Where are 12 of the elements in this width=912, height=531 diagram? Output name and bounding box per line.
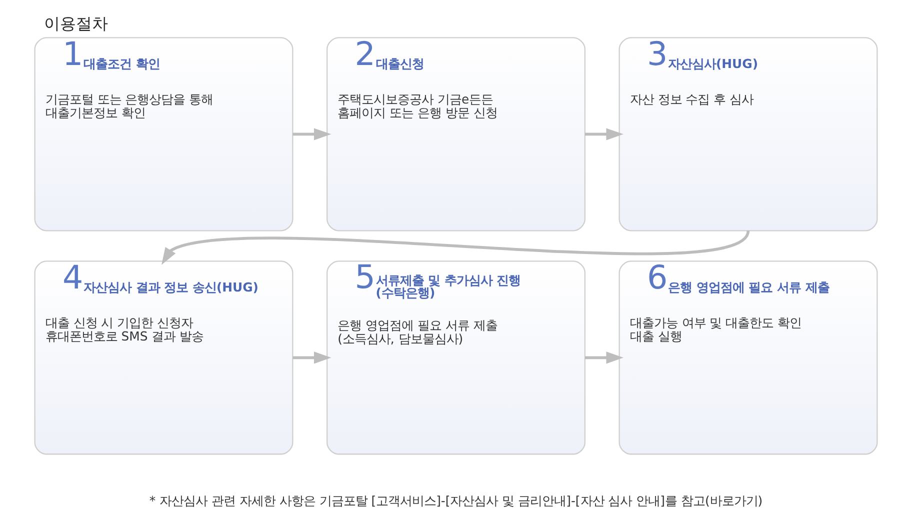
- caption: * 자산심사 관련 자세한 사항은 기금포탈 [고객서비스]-[자산심사 및 금리안내]-[자산 심사 안내]를 참고(바로가기): [149, 493, 763, 508]
- arrow: [162, 230, 750, 265]
- node-box: 3 자산심사(HUG) 자산 정보 수집 후 심사: [618, 37, 878, 232]
- diagram-title: 이용절차: [44, 14, 108, 33]
- node-box: 2 대출신청 주택도시보증공사 기금e든든 홈페이지 또는 은행 방문 신청: [326, 37, 586, 232]
- arrow: [292, 352, 332, 364]
- arrow: [585, 128, 624, 140]
- node-box: 1 대출조건 확인 기금포털 또는 은행상담을 통해 대출기본정보 확인: [34, 37, 294, 232]
- node-box: 6은행 영업점에 필요 서류 제출 대출가능 여부 및 대출한도 확인 대출 실행: [618, 260, 878, 455]
- arrow: [292, 128, 332, 140]
- node-box: 4자산심사 결과 정보 송신(HUG) 대출 신청 시 기입한 신청자 휴대폰번호로 SMS 결과 발송: [34, 260, 294, 455]
- arrow: [585, 352, 624, 364]
